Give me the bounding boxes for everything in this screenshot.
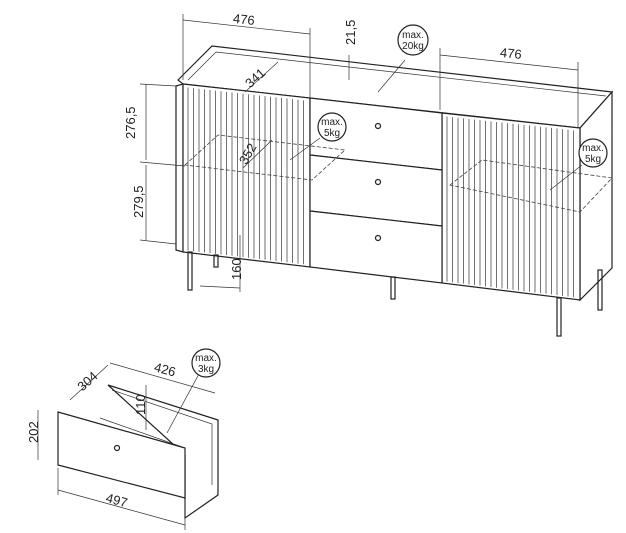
drawer-inner-width-label: 426 (153, 359, 178, 379)
top-load-badge: max. 20kg (397, 24, 429, 56)
drawer-2-knob-icon (374, 178, 382, 186)
right-side-panel (579, 90, 613, 302)
leg (213, 254, 219, 268)
drawer-3[interactable] (309, 210, 443, 284)
leg-height-label: 160 (229, 258, 244, 280)
drawer-front-width-label: 497 (104, 490, 129, 510)
badge-line2: 5kg (324, 128, 340, 139)
left-door (182, 83, 311, 268)
left-side-panel (175, 83, 184, 253)
badge-line2: 3kg (198, 364, 214, 375)
right-width-label: 476 (499, 45, 522, 62)
lower-height-label: 279,5 (131, 185, 146, 218)
dimension-lines (139, 14, 583, 292)
badge-line1: max. (195, 353, 217, 364)
badge-line1: max. (402, 30, 424, 41)
drawer-front (57, 411, 186, 499)
upper-height-label: 276,5 (123, 106, 138, 139)
badge-line1: max. (321, 117, 343, 128)
left-shelf-load-badge: max. 5kg (317, 112, 347, 142)
drawer-knob-icon (113, 444, 121, 452)
drawer-load-badge: max. 3kg (191, 348, 221, 378)
right-shelf-load-badge: max. 5kg (578, 138, 608, 168)
drawer-3-knob-icon (374, 234, 382, 242)
drawer-depth-label: 304 (74, 368, 100, 394)
legs (187, 251, 603, 337)
drawer-inner-height-label: 110 (133, 394, 148, 415)
drawer-box-inner (111, 389, 213, 485)
top-edge-inner (187, 51, 607, 97)
top-thickness-label: 21,5 (343, 20, 358, 45)
left-width-label: 476 (232, 11, 255, 28)
leg (187, 251, 193, 291)
leg (556, 297, 562, 337)
leg (390, 276, 396, 300)
badge-line1: max. (582, 143, 604, 154)
drawer-dimension-lines (37, 362, 216, 530)
badge-line2: 5kg (585, 154, 601, 165)
sideboard: 476 476 21,5 341 352 276,5 279,5 160 max… (123, 11, 614, 337)
leg (597, 269, 603, 311)
right-door (441, 112, 581, 301)
drawer-1-knob-icon (374, 122, 382, 130)
badge-line2: 20kg (402, 41, 424, 52)
door-flutes (187, 87, 574, 298)
right-shelf (449, 159, 613, 213)
drawer-detail: 304 426 110 202 497 max. 3kg (26, 348, 221, 530)
drawer-front-height-label: 202 (26, 421, 41, 443)
left-shelf (184, 134, 346, 181)
